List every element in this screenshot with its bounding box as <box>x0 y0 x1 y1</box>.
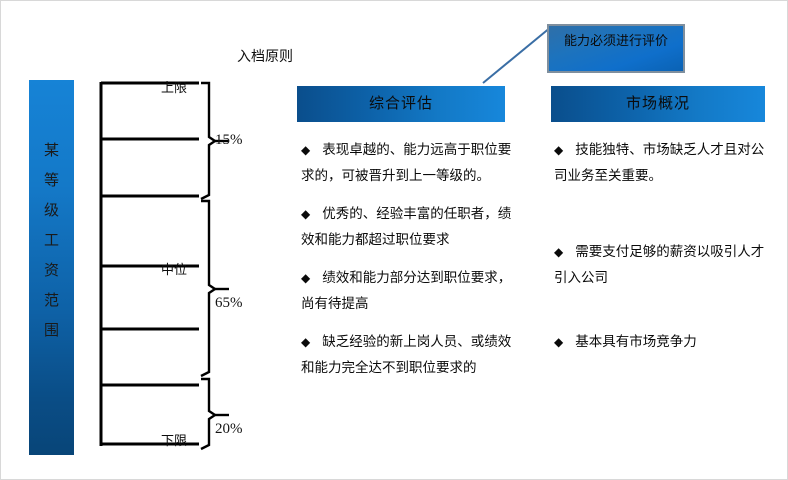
diamond-bullet-icon: ◆ <box>554 335 564 349</box>
column-header-comprehensive-assessment: 综合评估 <box>297 86 505 122</box>
diamond-bullet-icon: ◆ <box>301 335 311 349</box>
grade-char-4: 资 <box>43 263 59 279</box>
grade-char-6: 围 <box>43 323 59 339</box>
list-item-text: 绩效和能力部分达到职位要求，尚有待提高 <box>301 270 512 311</box>
list-item: ◆表现卓越的、能力远高于职位要求的，可被晋升到上一等级的。 <box>301 137 513 188</box>
diamond-bullet-icon: ◆ <box>554 143 564 157</box>
list-item: ◆需要支付足够的薪资以吸引人才引入公司 <box>554 239 772 290</box>
list-item: ◆技能独特、市场缺乏人才且对公司业务至关重要。 <box>554 137 772 188</box>
diamond-bullet-icon: ◆ <box>301 271 311 285</box>
list-item: ◆ 基本具有市场竞争力 <box>554 329 772 355</box>
percentage-braces <box>200 81 229 451</box>
bullet-list-comprehensive-assessment: ◆表现卓越的、能力远高于职位要求的，可被晋升到上一等级的。 ◆优秀的、经验丰富的… <box>301 137 513 393</box>
section-title: 入档原则 <box>237 48 293 64</box>
list-item-text: 缺乏经验的新上岗人员、或绩效和能力完全达不到职位要求的 <box>301 334 512 375</box>
list-item: ◆优秀的、经验丰富的任职者，绩效和能力都超过职位要求 <box>301 201 513 252</box>
list-item: ◆缺乏经验的新上岗人员、或绩效和能力完全达不到职位要求的 <box>301 329 513 380</box>
list-item-text: 优秀的、经验丰富的任职者，绩效和能力都超过职位要求 <box>301 206 512 247</box>
ladder-label-median: 中位 <box>161 262 188 277</box>
diamond-bullet-icon: ◆ <box>554 245 564 259</box>
diamond-bullet-icon: ◆ <box>301 207 311 221</box>
list-item-text: 基本具有市场竞争力 <box>575 334 697 349</box>
list-item-text: 表现卓越的、能力远高于职位要求的，可被晋升到上一等级的。 <box>301 142 512 183</box>
grade-char-5: 范 <box>43 293 59 309</box>
brace-percent-20: 20% <box>215 421 243 437</box>
ladder-label-lower-limit: 下限 <box>161 433 188 448</box>
grade-char-1: 等 <box>43 173 59 189</box>
grade-char-3: 工 <box>43 233 59 249</box>
list-item: ◆绩效和能力部分达到职位要求，尚有待提高 <box>301 265 513 316</box>
spacer <box>554 303 772 329</box>
grade-range-bar: 某 等 级 工 资 范 围 <box>29 80 74 455</box>
callout-box: 能力必须进行评价 <box>547 24 685 73</box>
brace-percent-15: 15% <box>215 132 243 148</box>
grade-char-0: 某 <box>43 143 59 159</box>
diamond-bullet-icon: ◆ <box>301 143 311 157</box>
salary-band-ladder <box>99 81 199 446</box>
brace-percent-65: 65% <box>215 295 243 311</box>
column-header-market-overview: 市场概况 <box>551 86 765 122</box>
spacer <box>554 201 772 239</box>
grade-range-bar-label: 某 等 级 工 资 范 围 <box>29 136 74 346</box>
bullet-list-market-overview: ◆技能独特、市场缺乏人才且对公司业务至关重要。 ◆需要支付足够的薪资以吸引人才引… <box>554 137 772 368</box>
ladder-label-upper-limit: 上限 <box>161 80 188 95</box>
list-item-text: 技能独特、市场缺乏人才且对公司业务至关重要。 <box>554 142 765 183</box>
grade-char-2: 级 <box>43 203 59 219</box>
list-item-text: 需要支付足够的薪资以吸引人才引入公司 <box>554 244 765 285</box>
